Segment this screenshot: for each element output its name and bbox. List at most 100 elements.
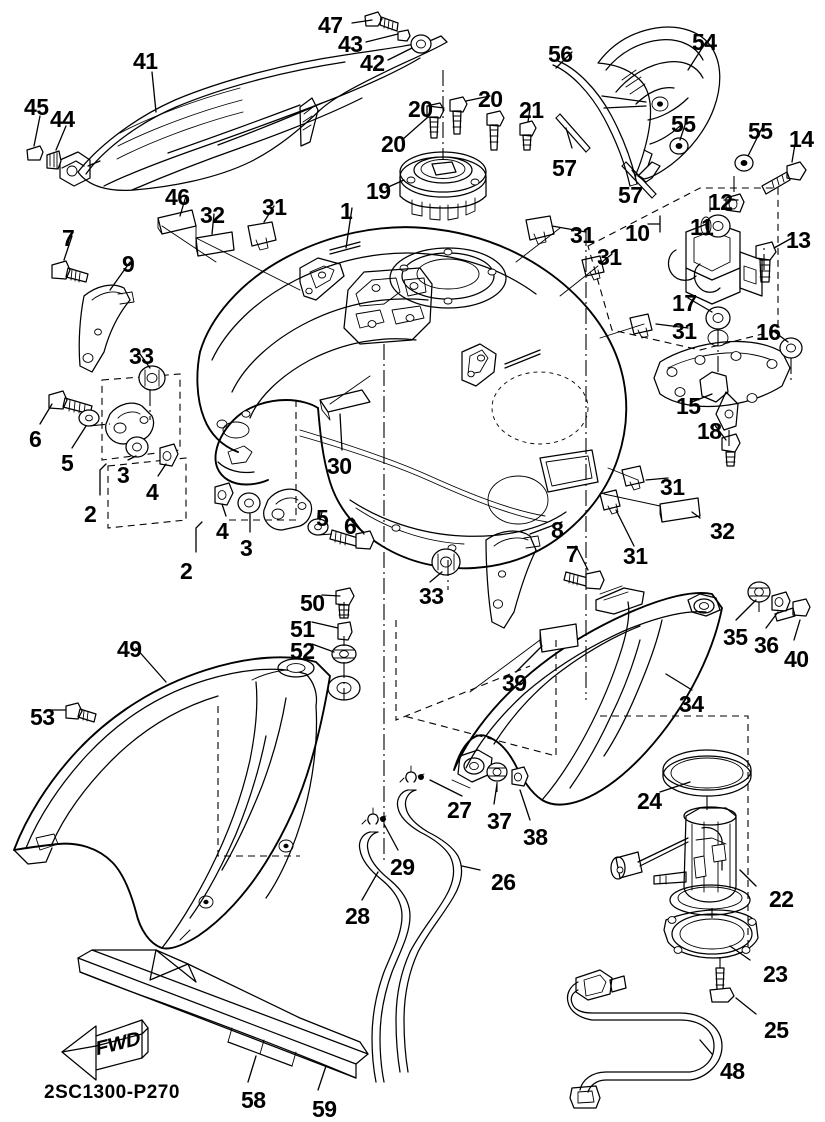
- callout-27: 27: [447, 797, 472, 823]
- callout-44: 44: [50, 106, 75, 132]
- part-41-seat-cover-left: [59, 35, 448, 191]
- part-35-36-40-fasteners: [747, 581, 811, 622]
- fwd-direction-marker: [61, 1019, 149, 1081]
- callout-31d: 31: [672, 318, 697, 344]
- part-14-screw: [761, 161, 807, 195]
- callout-56: 56: [548, 41, 573, 67]
- callout-31c: 31: [597, 244, 622, 270]
- part-30-label-caution: [319, 389, 371, 421]
- part-29-hose-clip: [361, 807, 387, 825]
- callout-41: 41: [133, 48, 158, 74]
- callout-25: 25: [764, 1017, 789, 1043]
- callout-52: 52: [290, 638, 315, 664]
- callout-6a: 6: [29, 426, 42, 452]
- part-31-clips: [247, 215, 653, 515]
- part-34-side-cover-right: [451, 585, 723, 806]
- assembly-axis-lines: [88, 70, 792, 968]
- callout-3a: 3: [117, 462, 130, 488]
- connector-lines: [161, 225, 661, 693]
- callout-21: 21: [519, 97, 544, 123]
- callout-22: 22: [769, 886, 794, 912]
- part-11-grommet: [700, 214, 731, 238]
- callout-14: 14: [789, 126, 814, 152]
- group-boundaries: [217, 400, 749, 950]
- part-49-side-cover-left: [13, 656, 361, 950]
- callout-31e: 31: [660, 474, 685, 500]
- part-39-label-plate: [539, 623, 579, 653]
- callout-40: 40: [784, 646, 809, 672]
- callout-36: 36: [754, 632, 779, 658]
- callout-47: 47: [318, 12, 343, 38]
- part-32-emblems: [195, 231, 701, 523]
- callout-10: 10: [625, 220, 650, 246]
- callout-46: 46: [165, 184, 190, 210]
- callout-4a: 4: [146, 479, 159, 505]
- part-46-label-plate: [157, 209, 197, 235]
- part-54-rear-seat-cowl: [597, 26, 721, 183]
- part-26-breather-hose: [395, 789, 463, 1073]
- part-18-screw: [721, 433, 741, 467]
- callout-50: 50: [300, 590, 325, 616]
- callout-19: 19: [366, 178, 391, 204]
- callout-37: 37: [487, 808, 512, 834]
- part-24-gasket-ring: [662, 749, 752, 797]
- callout-28: 28: [345, 903, 370, 929]
- callout-5b: 5: [316, 505, 329, 531]
- callout-32b: 32: [710, 518, 735, 544]
- part-9-bracket: [78, 284, 135, 373]
- part-7a-bolt: [51, 260, 89, 283]
- part-27-hose-clip: [399, 765, 425, 783]
- callout-6b: 6: [344, 513, 357, 539]
- part-57b-trim-strip: [621, 161, 657, 199]
- part-58-59-pad: [77, 949, 369, 1079]
- callout-45: 45: [24, 94, 49, 120]
- part-19-fuel-tank-cap: [399, 151, 487, 221]
- callout-54: 54: [692, 29, 717, 55]
- callout-4b: 4: [216, 518, 229, 544]
- callout-26: 26: [491, 869, 516, 895]
- callout-31f: 31: [623, 543, 648, 569]
- part-25-bolt: [709, 967, 735, 1003]
- callout-13: 13: [786, 227, 811, 253]
- part-2b-damper-assembly: [214, 482, 375, 550]
- callout-53: 53: [30, 704, 55, 730]
- part-33-grommets: [138, 365, 461, 576]
- callout-57a: 57: [552, 155, 577, 181]
- callout-48: 48: [720, 1058, 745, 1084]
- part-22-fuel-pump-assembly: [610, 806, 751, 916]
- part-50-51-52-fasteners: [331, 587, 357, 700]
- callout-17: 17: [672, 290, 697, 316]
- callout-11: 11: [690, 214, 714, 240]
- callout-35: 35: [723, 624, 748, 650]
- part-57a-trim-strip: [555, 113, 591, 153]
- callout-33a: 33: [129, 343, 154, 369]
- callout-49: 49: [117, 636, 142, 662]
- callout-16: 16: [756, 319, 781, 345]
- callout-9: 9: [122, 251, 135, 277]
- callout-12: 12: [708, 189, 733, 215]
- callout-20a: 20: [408, 96, 433, 122]
- callout-7a: 7: [62, 225, 75, 251]
- leader-lines: [33, 19, 801, 1091]
- callout-33b: 33: [419, 583, 444, 609]
- part-8-bracket: [485, 530, 541, 629]
- callout-2a: 2: [84, 501, 97, 527]
- part-45-44-fasteners: [26, 145, 62, 170]
- part-55-grommets: [669, 137, 754, 172]
- callout-55a: 55: [671, 111, 696, 137]
- callout-7b: 7: [566, 541, 579, 567]
- callout-43: 43: [338, 31, 363, 57]
- callout-3b: 3: [240, 535, 253, 561]
- callout-24: 24: [637, 788, 662, 814]
- part-16-collar: [779, 337, 803, 359]
- callout-20c: 20: [381, 131, 406, 157]
- callout-42: 42: [360, 50, 385, 76]
- part-15-bracket-plate: [653, 340, 791, 431]
- callout-59: 59: [312, 1096, 337, 1122]
- part-56-trim-molding: [552, 60, 638, 187]
- callout-15: 15: [676, 393, 701, 419]
- callout-29: 29: [390, 854, 415, 880]
- callout-2b: 2: [180, 558, 193, 584]
- part-1-fuel-tank: [196, 226, 628, 570]
